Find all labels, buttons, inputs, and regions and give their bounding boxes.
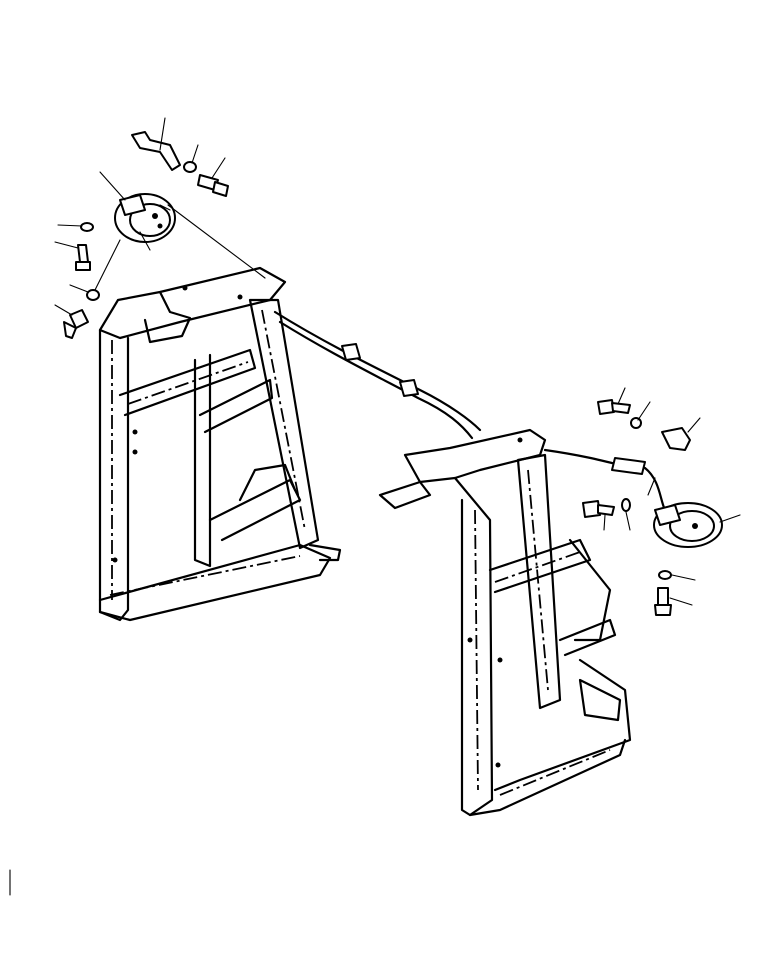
left-frame-icon <box>98 266 342 622</box>
right-mounting-bracket-icon <box>661 427 691 451</box>
left-leader-lines <box>54 117 266 316</box>
right-bolt-side-icon <box>582 500 672 616</box>
left-bolt-top-icon <box>197 174 229 197</box>
left-light-assembly-icon <box>114 193 176 243</box>
right-light-assembly-icon <box>653 502 723 548</box>
right-washer-icon <box>621 417 672 580</box>
right-frame-icon <box>378 428 632 817</box>
left-washer-icon <box>80 161 197 301</box>
right-leader-lines <box>603 387 741 606</box>
right-bolt-top-icon <box>597 399 631 415</box>
left-mounting-bracket-icon <box>131 131 181 171</box>
left-bolt-side-icon <box>63 244 91 339</box>
wire-harness-icon <box>273 310 667 512</box>
